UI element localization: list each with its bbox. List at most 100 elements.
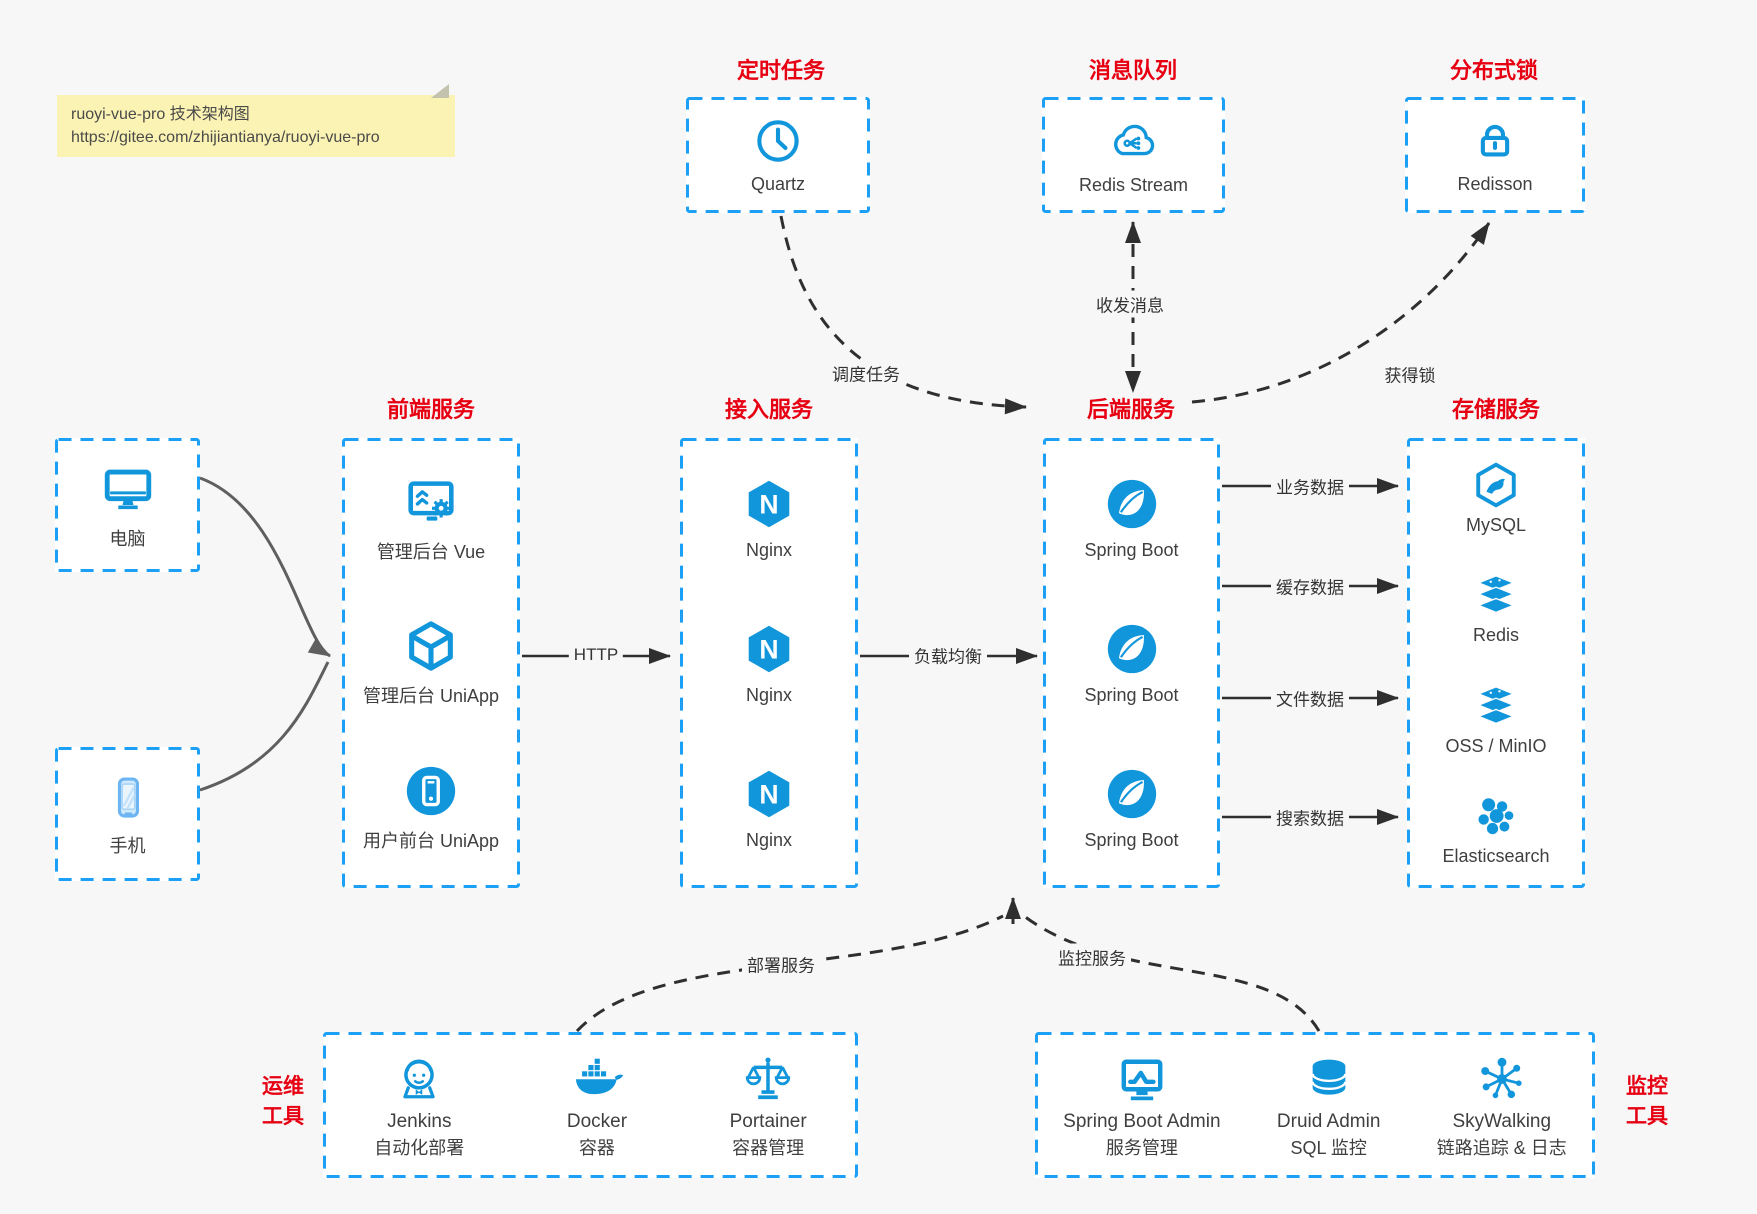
tool-desc: 容器管理 — [732, 1137, 805, 1158]
tool-desc: 链路追踪 & 日志 — [1436, 1137, 1567, 1158]
svg-text:N: N — [759, 490, 778, 520]
node-label: Redis Stream — [1078, 175, 1189, 195]
node-label: Elasticsearch — [1442, 846, 1550, 867]
box-frontend: 管理后台 Vue 管理后台 UniApp 用户前台 UniApp — [342, 438, 520, 888]
box-lock: Redisson — [1405, 97, 1585, 213]
redis-stack-icon — [1470, 569, 1522, 621]
node-nginx-3: N Nginx — [740, 765, 798, 851]
tool-name: Jenkins — [387, 1110, 452, 1132]
mysql-dolphin-icon — [1470, 459, 1522, 511]
node-label: OSS / MinIO — [1445, 735, 1547, 756]
title-monitor-tools: 监控 工具 — [1607, 1072, 1687, 1132]
tool-desc: 容器 — [578, 1137, 615, 1158]
node-phone: 手机 — [101, 771, 155, 858]
node-springboot-3: Spring Boot — [1084, 765, 1179, 851]
node-springboot-1: Spring Boot — [1084, 475, 1179, 561]
edge-label-deploy: 部署服务 — [742, 950, 820, 978]
box-computer: 电脑 — [55, 438, 200, 572]
edge-label-schedule: 调度任务 — [827, 359, 905, 387]
node-label: Redis — [1472, 625, 1520, 646]
edge-label-biz-data: 业务数据 — [1271, 472, 1349, 500]
storage-stack-icon — [1470, 680, 1522, 732]
node-nginx-1: N Nginx — [740, 475, 798, 561]
tool-name: Docker — [566, 1110, 628, 1132]
node-label: Redisson — [1457, 174, 1533, 194]
smartphone-icon — [101, 771, 155, 825]
title-frontend: 前端服务 — [386, 397, 475, 422]
edge-acquire-lock — [1191, 222, 1491, 404]
box-storage: MySQL Redis OSS — [1407, 438, 1585, 888]
node-label: 管理后台 Vue — [376, 541, 486, 562]
monitor-title-line2: 工具 — [1626, 1105, 1668, 1128]
node-label: 管理后台 UniApp — [362, 686, 500, 707]
node-computer: 电脑 — [99, 460, 157, 551]
ops-title-line2: 工具 — [262, 1105, 304, 1128]
spring-leaf-icon — [1103, 620, 1161, 678]
node-admin-uniapp: 管理后台 UniApp — [363, 617, 499, 708]
node-label: Quartz — [750, 174, 806, 194]
node-oss-minio: OSS / MinIO — [1445, 680, 1547, 757]
sticky-note: ruoyi-vue-pro 技术架构图 https://gitee.com/zh… — [57, 84, 455, 157]
skywalking-topology-icon — [1474, 1051, 1530, 1107]
nginx-hexagon-icon: N — [740, 475, 798, 533]
edge-label-message: 收发消息 — [1091, 290, 1169, 318]
title-gateway: 接入服务 — [724, 397, 813, 422]
node-springboot-2: Spring Boot — [1084, 620, 1179, 706]
node-label: Spring Boot — [1084, 540, 1179, 561]
lock-icon — [1469, 115, 1521, 167]
box-gateway: N Nginx N Nginx N Nginx — [680, 438, 858, 888]
node-elasticsearch: Elasticsearch — [1442, 790, 1550, 867]
node-spring-boot-admin: Spring Boot Admin 服务管理 — [1063, 1051, 1221, 1160]
svg-text:N: N — [759, 779, 778, 809]
note-line-1: ruoyi-vue-pro 技术架构图 — [71, 106, 250, 123]
node-label: Nginx — [745, 540, 793, 561]
box-scheduler: Quartz — [686, 97, 870, 213]
tool-name: Spring Boot Admin — [1063, 1110, 1221, 1132]
elasticsearch-cluster-icon — [1470, 790, 1522, 842]
desktop-monitor-icon — [99, 460, 157, 518]
node-jenkins: Jenkins 自动化部署 — [374, 1051, 464, 1160]
monitor-gear-icon — [402, 473, 460, 531]
docker-whale-icon — [569, 1051, 625, 1107]
node-mysql: MySQL — [1466, 459, 1526, 536]
edge-label-load-balance: 负载均衡 — [909, 641, 987, 669]
phone-circle-icon — [402, 762, 460, 820]
node-redis: Redis — [1470, 569, 1522, 646]
tool-name: Portainer — [729, 1110, 807, 1132]
box-ops-tools: Jenkins 自动化部署 Docker 容器 — [323, 1032, 858, 1178]
nginx-hexagon-icon: N — [740, 765, 798, 823]
uniapp-cube-icon — [402, 617, 460, 675]
node-label: Nginx — [745, 829, 793, 850]
node-druid-admin: Druid Admin SQL 监控 — [1277, 1051, 1380, 1160]
clock-icon — [752, 115, 804, 167]
node-label: MySQL — [1465, 514, 1526, 535]
node-label: 用户前台 UniApp — [362, 831, 500, 852]
database-cylinder-icon — [1301, 1051, 1357, 1107]
spring-leaf-icon — [1103, 765, 1161, 823]
note-fold-corner — [431, 84, 449, 98]
title-ops-tools: 运维 工具 — [243, 1072, 323, 1132]
edge-label-http: HTTP — [568, 644, 624, 666]
node-label: Spring Boot — [1084, 684, 1179, 705]
title-lock: 分布式锁 — [1449, 58, 1538, 83]
title-backend: 后端服务 — [1086, 397, 1175, 422]
box-backend: Spring Boot Spring Boot Spring Boot — [1043, 438, 1220, 888]
note-line-2[interactable]: https://gitee.com/zhijiantianya/ruoyi-vu… — [71, 129, 380, 146]
edge-label-cache-data: 缓存数据 — [1271, 572, 1349, 600]
title-mq: 消息队列 — [1088, 58, 1177, 83]
nginx-hexagon-icon: N — [740, 620, 798, 678]
node-docker: Docker 容器 — [567, 1051, 627, 1160]
cloud-stream-icon — [1106, 114, 1160, 168]
scales-icon — [740, 1051, 796, 1107]
node-admin-vue: 管理后台 Vue — [377, 473, 485, 564]
node-user-uniapp: 用户前台 UniApp — [363, 762, 499, 853]
box-monitor-tools: Spring Boot Admin 服务管理 Druid Admin SQL 监… — [1035, 1032, 1595, 1178]
title-scheduler: 定时任务 — [736, 58, 825, 83]
edge-monitor — [1023, 914, 1321, 1032]
node-label: Nginx — [745, 684, 793, 705]
node-label: Spring Boot — [1084, 829, 1179, 850]
node-label: 电脑 — [109, 528, 146, 549]
monitor-chart-icon — [1114, 1051, 1170, 1107]
edge-label-file-data: 文件数据 — [1271, 684, 1349, 712]
title-storage: 存储服务 — [1451, 397, 1540, 422]
